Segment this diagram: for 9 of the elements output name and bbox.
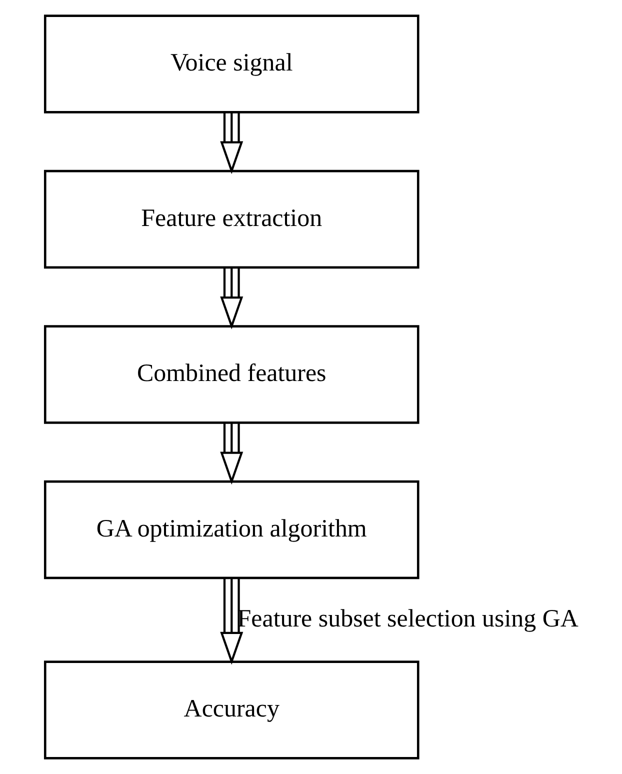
node-box: Combined features <box>43 325 419 424</box>
node-box: GA optimization algorithm <box>43 480 419 580</box>
arrow <box>220 578 243 665</box>
node-box: Voice signal <box>43 14 419 114</box>
node-box: Feature extraction <box>43 170 419 269</box>
arrow <box>220 268 243 330</box>
arrow <box>220 423 243 485</box>
node-box: Accuracy <box>43 660 419 760</box>
arrow <box>220 112 243 174</box>
